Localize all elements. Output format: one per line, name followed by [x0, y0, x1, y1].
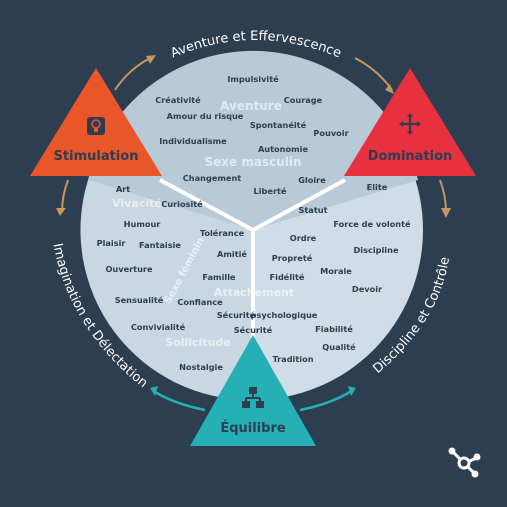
equilibre-triangle: Équilibre: [190, 335, 316, 446]
brand-logo: [448, 447, 481, 478]
watermark-attachement: Attachement: [214, 286, 294, 299]
word-fiabilite: Fiabilité: [315, 324, 353, 334]
word-devoir: Devoir: [352, 284, 383, 294]
word-morale: Morale: [320, 266, 352, 276]
word-curiosite: Curiosité: [161, 199, 203, 209]
domination-triangle: Domination: [344, 68, 476, 176]
outer-arrowheads: [56, 55, 451, 218]
word-tradition: Tradition: [272, 354, 313, 364]
stimulation-label: Stimulation: [54, 149, 139, 164]
equilibre-label: Équilibre: [220, 420, 286, 436]
word-discipline: Discipline: [354, 245, 399, 255]
word-gloire: Gloire: [298, 175, 326, 185]
word-fidelite: Fidélité: [270, 272, 305, 282]
word-courage: Courage: [284, 95, 323, 105]
word-tolerance: Tolérance: [200, 228, 245, 238]
word-art: Art: [116, 184, 130, 194]
word-securite-1: Sécurité: [217, 310, 256, 320]
word-confiance: Confiance: [177, 297, 223, 307]
watermark-vivacite: Vivacité: [112, 197, 162, 210]
word-autonomie: Autonomie: [258, 144, 308, 154]
watermark-sollicitude: Sollicitude: [165, 336, 231, 349]
word-plaisir: Plaisir: [97, 238, 127, 248]
word-ordre: Ordre: [290, 233, 317, 243]
word-elite: Elite: [367, 182, 388, 192]
word-nostalgie: Nostalgie: [179, 362, 223, 372]
word-psychologique: psychologique: [251, 310, 318, 320]
word-changement: Changement: [183, 173, 242, 183]
word-famille: Famille: [202, 272, 236, 282]
hierarchy-icon: [242, 387, 264, 408]
word-individualisme: Individualisme: [159, 136, 227, 146]
stimulation-triangle: Stimulation: [30, 68, 162, 176]
left-section-words: Art Curiosité Humour Plaisir Fantaisie O…: [97, 184, 224, 372]
right-section-words: Elite Statut Force de volonté Ordre Disc…: [270, 182, 411, 364]
word-amitie: Amitié: [217, 249, 247, 259]
word-humour: Humour: [124, 219, 162, 229]
word-creativite: Créativité: [155, 95, 201, 105]
word-amour-du-risque: Amour du risque: [167, 111, 244, 121]
top-section-words: Impulsivité Créativité Courage Amour du …: [155, 74, 349, 196]
word-proprete: Propreté: [272, 253, 313, 263]
center-words: Tolérance Amitié Famille Confiance Sécur…: [177, 228, 317, 335]
domination-label: Domination: [368, 149, 453, 164]
word-statut: Statut: [299, 205, 328, 215]
word-ouverture: Ouverture: [105, 264, 152, 274]
watermark-sexe-masculin: Sexe masculin: [204, 155, 301, 169]
left-section: [80, 180, 253, 401]
word-pouvoir: Pouvoir: [313, 128, 349, 138]
word-qualite: Qualité: [322, 342, 356, 352]
word-liberte: Liberté: [254, 186, 287, 196]
bottom-arrowheads: [150, 386, 356, 396]
move-arrows-icon: [399, 113, 421, 135]
word-spontaneite: Spontanéité: [250, 120, 307, 130]
word-fantaisie: Fantaisie: [139, 240, 181, 250]
lightbulb-icon: [87, 117, 105, 135]
word-force-de-volonte: Force de volonté: [333, 219, 411, 229]
word-impulsivite: Impulsivité: [227, 74, 279, 84]
bottom-arrows: [154, 390, 351, 412]
watermark-aventure: Aventure: [220, 99, 282, 113]
word-convivialite: Convivialité: [131, 322, 186, 332]
word-sensualite: Sensualité: [115, 295, 164, 305]
word-securite-2: Sécurité: [234, 325, 273, 335]
